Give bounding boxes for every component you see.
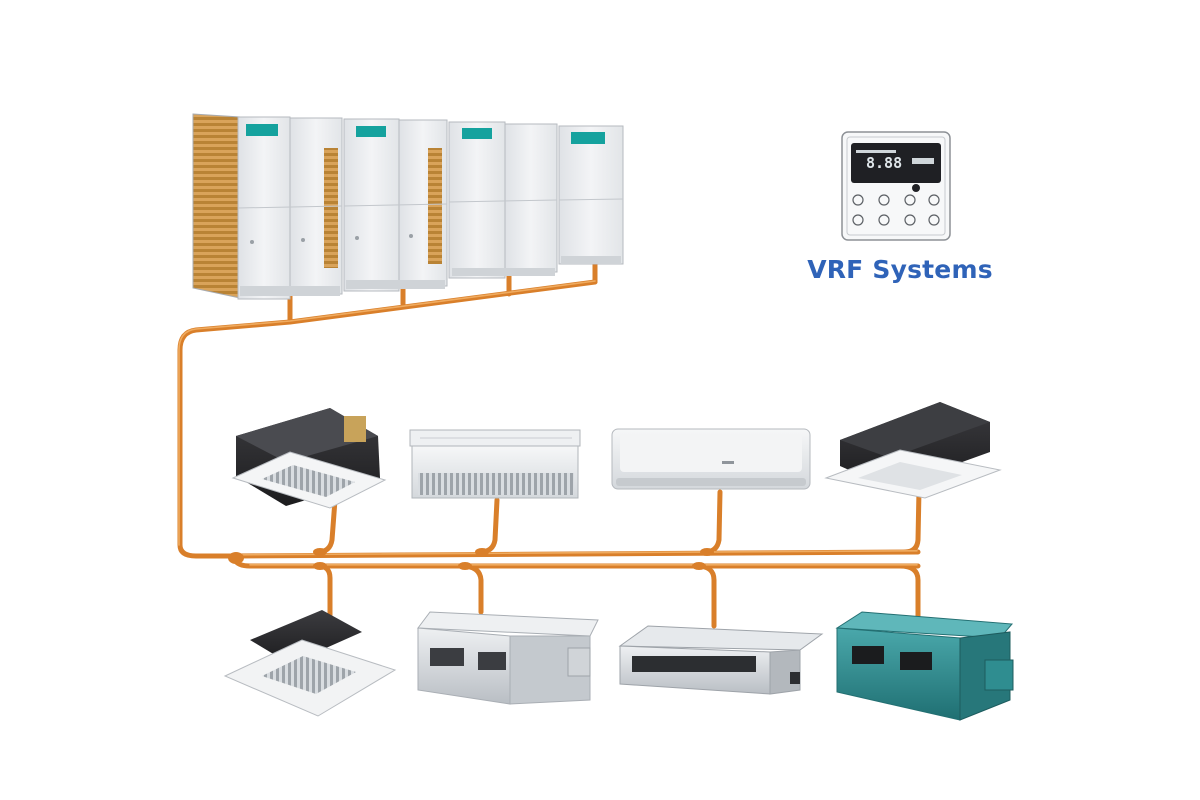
outdoor-module-2 (343, 118, 448, 292)
ceiling-cassette-icon (231, 408, 387, 509)
ceiling-cassette-icon (223, 610, 397, 717)
ducted-unit-icon (618, 625, 824, 695)
vrf-outdoor-unit-icon (192, 113, 624, 300)
wired-controller-icon: 8.88 (841, 131, 951, 241)
refrigerant-piping (177, 259, 922, 629)
ceiling-floor-unit-icon (409, 429, 581, 499)
outdoor-module-4 (558, 125, 624, 265)
svg-text:8.88: 8.88 (866, 154, 902, 172)
wall-mounted-unit-icon (611, 428, 811, 490)
ducted-unit-icon (417, 611, 599, 705)
outdoor-module-3 (448, 121, 558, 279)
ducted-unit-icon (835, 611, 1014, 721)
outdoor-module-1 (192, 113, 343, 300)
diagram-title: VRF Systems (807, 255, 993, 284)
ceiling-cassette-icon (824, 402, 1002, 499)
